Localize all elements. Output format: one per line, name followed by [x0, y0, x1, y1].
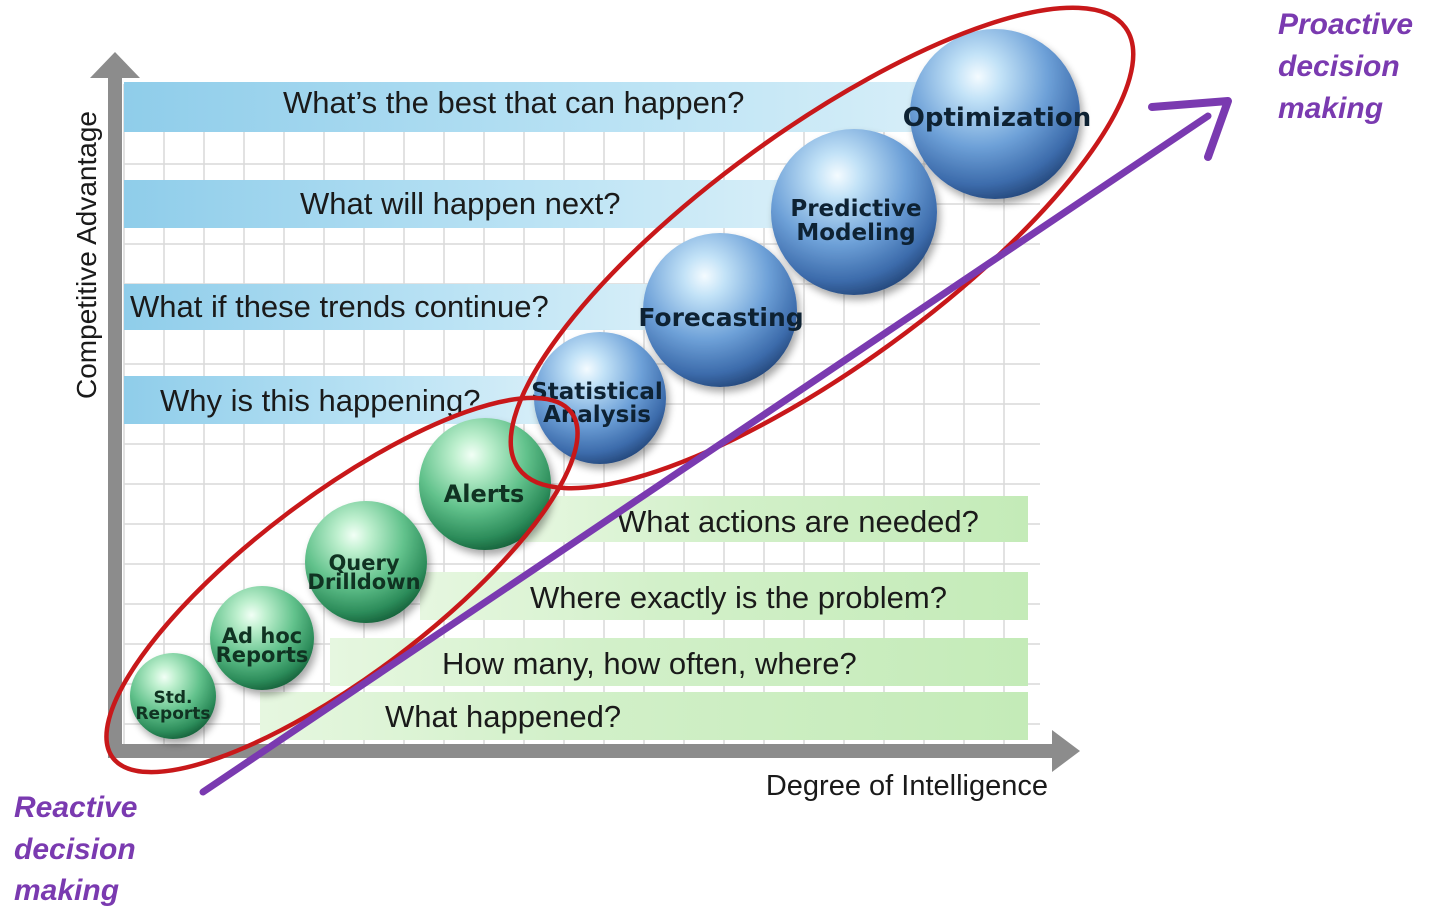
sphere-query-drilldown: [305, 501, 427, 623]
label-optimization: Optimization: [903, 103, 1091, 133]
ellipse-reactive: [104, 395, 580, 775]
reactive-label: Reactive decision making: [14, 791, 137, 907]
question-how-many: How many, how often, where?: [442, 646, 857, 681]
arrow-head: [1148, 97, 1232, 161]
y-axis-label: Competitive Advantage: [71, 111, 102, 399]
question-where-problem: Where exactly is the problem?: [530, 580, 947, 615]
question-actions-needed: What actions are needed?: [617, 504, 979, 539]
decision-making-arrow: [199, 97, 1232, 796]
question-what-happened: What happened?: [385, 699, 621, 734]
question-trends-continue: What if these trends continue?: [130, 289, 549, 324]
blue-questions: What’s the best that can happen? What wi…: [130, 85, 744, 418]
sphere-statistical-analysis: [534, 332, 666, 464]
label-statistical-2: Analysis: [543, 402, 651, 428]
reactive-line-2: decision: [14, 833, 136, 866]
axes: [90, 52, 1080, 772]
green-questions: What actions are needed? Where exactly i…: [385, 504, 979, 734]
proactive-line-1: Proactive: [1278, 8, 1413, 41]
question-why-happening: Why is this happening?: [160, 383, 481, 418]
sphere-std-reports: [130, 653, 216, 739]
x-axis-label: Degree of Intelligence: [766, 770, 1048, 802]
sphere-labels: Std. Reports Ad hoc Reports Query Drilld…: [135, 103, 1091, 724]
band-trends-continue: [124, 284, 654, 330]
proactive-line-2: decision: [1278, 50, 1400, 83]
arrow-shaft: [199, 112, 1212, 796]
maturity-ellipses: [104, 5, 1136, 775]
x-axis-arrowhead: [1052, 730, 1080, 772]
proactive-line-3: making: [1278, 92, 1383, 125]
spheres: [130, 29, 1080, 739]
proactive-label: Proactive decision making: [1278, 8, 1413, 125]
label-predictive-1: Predictive: [790, 196, 921, 222]
sphere-optimization: [910, 29, 1080, 199]
blue-question-bands: [124, 82, 924, 424]
question-best-can-happen: What’s the best that can happen?: [283, 85, 744, 120]
ellipse-proactive: [508, 5, 1136, 491]
label-ad-hoc-1: Ad hoc: [222, 624, 302, 648]
label-std-reports-1: Std.: [154, 688, 193, 708]
label-query-2: Drilldown: [307, 570, 420, 594]
label-forecasting: Forecasting: [638, 303, 803, 332]
sphere-forecasting: [643, 233, 797, 387]
reactive-line-1: Reactive: [14, 791, 137, 824]
reactive-line-3: making: [14, 874, 119, 907]
label-ad-hoc-2: Reports: [216, 643, 309, 667]
label-alerts: Alerts: [444, 480, 525, 508]
y-axis-line: [108, 70, 122, 758]
green-question-bands: [260, 496, 1028, 740]
sphere-alerts: [419, 418, 551, 550]
band-what-happened: [260, 692, 1028, 740]
question-what-next: What will happen next?: [300, 186, 621, 221]
band-how-many: [330, 638, 1028, 686]
sphere-ad-hoc-reports: [210, 586, 314, 690]
y-axis-arrowhead: [90, 52, 140, 78]
x-axis-line: [108, 744, 1056, 758]
label-predictive-2: Modeling: [796, 220, 915, 246]
label-query-1: Query: [328, 551, 399, 575]
band-why-happening: [124, 376, 544, 424]
label-std-reports-2: Reports: [135, 704, 210, 724]
band-what-next: [124, 180, 784, 228]
sphere-predictive-modeling: [771, 129, 937, 295]
